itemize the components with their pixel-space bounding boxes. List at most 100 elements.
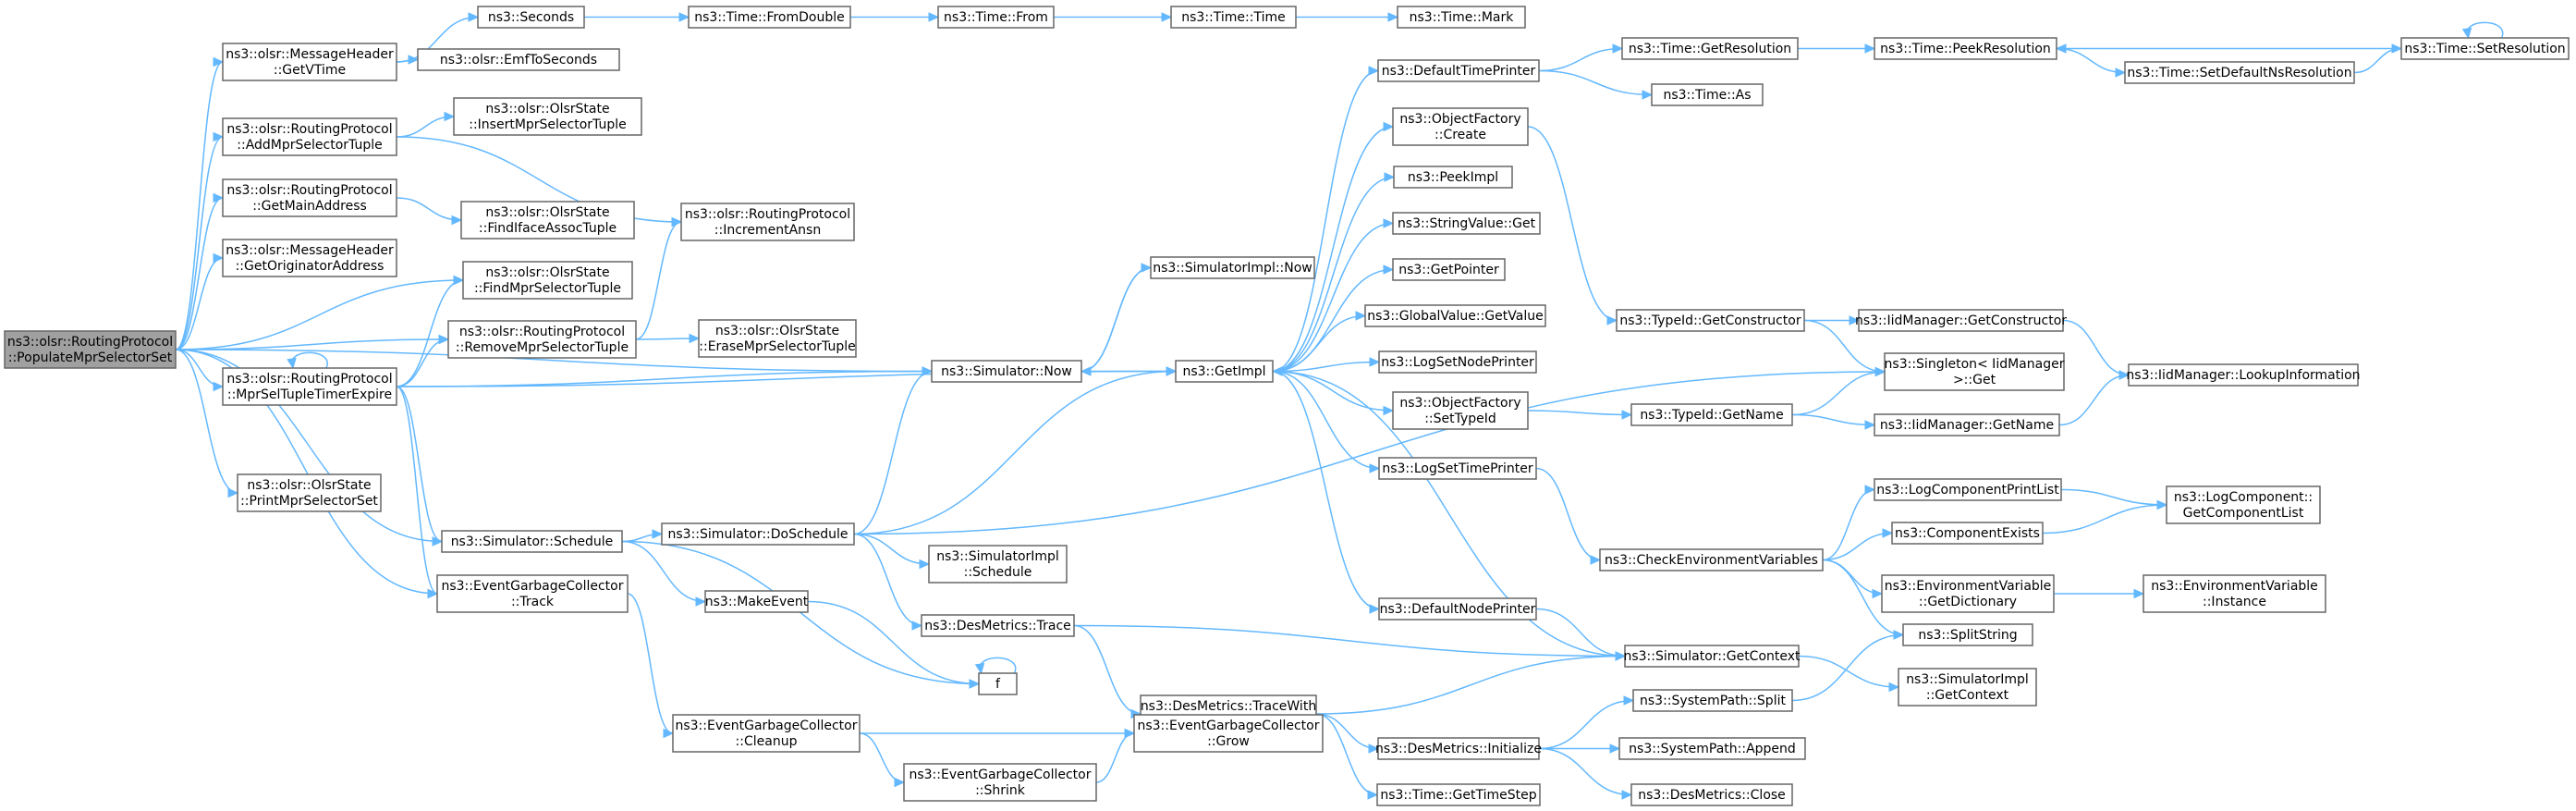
node-sisched[interactable]: ns3::SimulatorImpl::Schedule: [928, 545, 1068, 584]
edge-line: [175, 197, 224, 350]
edge-arrowhead: [1161, 12, 1173, 22]
node-lcpl[interactable]: ns3::LogComponentPrintList: [1874, 478, 2062, 501]
node-gma[interactable]: ns3::olsr::RoutingProtocol::GetMainAddre…: [222, 178, 397, 217]
node-label: ::PrintMprSelectorSet: [240, 494, 378, 509]
edge-ttime-to-mark: [1296, 12, 1399, 22]
node-label: ns3::TypeId::GetName: [1640, 408, 1783, 423]
node-box: [1392, 391, 1529, 430]
node-simnow[interactable]: ns3::SimulatorImpl::Now: [1150, 256, 1315, 279]
node-svg[interactable]: ns3::StringValue::Get: [1392, 212, 1541, 235]
node-sgc[interactable]: ns3::Simulator::GetContext: [1623, 645, 1801, 668]
node-ians[interactable]: ns3::olsr::RoutingProtocol::IncrementAns…: [680, 203, 855, 241]
node-label: ns3::EnvironmentVariable: [2151, 579, 2318, 594]
node-sps[interactable]: ns3::SystemPath::Split: [1632, 689, 1793, 712]
edge-tigc-to-imgc: [1803, 315, 1861, 326]
node-label: ::AddMprSelectorTuple: [237, 138, 382, 153]
node-gptr[interactable]: ns3::GetPointer: [1392, 258, 1506, 281]
node-getres[interactable]: ns3::Time::GetResolution: [1621, 37, 1799, 60]
node-imgc[interactable]: ns3::IidManager::GetConstructor: [1855, 309, 2067, 332]
edge-dmi-to-dmc: [1538, 747, 1633, 800]
node-egcg[interactable]: ns3::EventGarbageCollector::Grow: [1133, 714, 1324, 753]
node-dmtrace[interactable]: ns3::DesMetrics::Trace: [921, 614, 1075, 637]
node-from[interactable]: ns3::Time::From: [937, 6, 1055, 29]
node-peek[interactable]: ns3::PeekImpl: [1393, 166, 1513, 189]
node-setres[interactable]: ns3::Time::SetResolution: [2400, 37, 2570, 60]
node-lcgcl[interactable]: ns3::LogComponent::GetComponentList: [2166, 485, 2321, 524]
edge-line: [1272, 69, 1379, 373]
node-egcc[interactable]: ns3::EventGarbageCollector::Cleanup: [672, 714, 861, 753]
node-box: [1874, 413, 2060, 436]
node-lsnp[interactable]: ns3::LogSetNodePrinter: [1378, 350, 1537, 374]
node-gvgv[interactable]: ns3::GlobalValue::GetValue: [1364, 304, 1546, 327]
node-dmi[interactable]: ns3::DesMetrics::Initialize: [1375, 737, 1542, 760]
node-ofst[interactable]: ns3::ObjectFactory::SetTypeId: [1392, 391, 1529, 430]
node-singleton[interactable]: ns3::Singleton< IidManager >::Get: [1884, 352, 2065, 391]
node-spa[interactable]: ns3::SystemPath::Append: [1618, 737, 1806, 760]
node-tas[interactable]: ns3::Time::As: [1651, 83, 1764, 106]
node-ss[interactable]: ns3::SplitString: [1902, 623, 2033, 646]
edge-simnow-to-now: [1080, 266, 1152, 376]
node-label: ns3::SimulatorImpl: [1906, 672, 2029, 687]
node-imli[interactable]: ns3::IidManager::LookupInformation: [2126, 363, 2361, 387]
node-egct[interactable]: ns3::EventGarbageCollector::Track: [436, 574, 629, 613]
node-mste[interactable]: ns3::olsr::RoutingProtocol::MprSelTupleT…: [222, 367, 397, 406]
node-dtp[interactable]: ns3::DefaultTimePrinter: [1377, 59, 1540, 82]
edge-line: [396, 386, 438, 595]
edge-getimpl-to-gvgv: [1272, 311, 1367, 373]
edge-line: [291, 351, 328, 369]
edge-arrowhead: [1882, 528, 1894, 538]
node-label: ns3::SimulatorImpl: [936, 549, 1059, 564]
node-imst[interactable]: ns3::olsr::OlsrState::InsertMprSelectorT…: [453, 97, 642, 136]
node-ttime[interactable]: ns3::Time::Time: [1170, 6, 1297, 29]
node-tign[interactable]: ns3::TypeId::GetName: [1630, 403, 1793, 426]
node-fromd[interactable]: ns3::Time::FromDouble: [688, 6, 851, 29]
node-fmst[interactable]: ns3::olsr::OlsrState::FindMprSelectorTup…: [462, 261, 633, 300]
node-gts[interactable]: ns3::Time::GetTimeStep: [1376, 783, 1541, 806]
node-label: ::Cleanup: [736, 734, 798, 749]
node-emst[interactable]: ns3::olsr::OlsrState::EraseMprSelectorTu…: [698, 319, 857, 358]
node-dmc[interactable]: ns3::DesMetrics::Close: [1630, 783, 1793, 806]
node-fiat[interactable]: ns3::olsr::OlsrState::FindIfaceAssocTupl…: [460, 201, 635, 240]
edge-line: [1538, 47, 1623, 72]
node-label: ::Instance: [2203, 595, 2266, 609]
node-f[interactable]: f: [978, 672, 1018, 695]
node-peekres[interactable]: ns3::Time::PeekResolution: [1874, 37, 2057, 60]
node-label: ::FindIfaceAssocTuple: [479, 221, 617, 236]
edge-line: [175, 279, 464, 350]
node-evgd[interactable]: ns3::EnvironmentVariable::GetDictionary: [1881, 574, 2055, 613]
node-box: [1881, 574, 2055, 613]
node-pmss[interactable]: ns3::olsr::OlsrState::PrintMprSelectorSe…: [237, 473, 382, 512]
node-egcs[interactable]: ns3::EventGarbageCollector::Shrink: [903, 763, 1097, 802]
node-box: [1858, 309, 2064, 332]
edge-line: [1791, 413, 1875, 426]
edge-arrowhead: [213, 192, 225, 203]
node-evi[interactable]: ns3::EnvironmentVariable::Instance: [2143, 574, 2326, 613]
node-now[interactable]: ns3::Simulator::Now: [931, 360, 1082, 383]
node-sched[interactable]: ns3::Simulator::Schedule: [441, 530, 623, 553]
edge-line: [1272, 361, 1380, 373]
node-emf[interactable]: ns3::olsr::EmfToSeconds: [417, 48, 620, 71]
node-rmst[interactable]: ns3::olsr::RoutingProtocol::RemoveMprSel…: [447, 320, 637, 359]
node-ofc[interactable]: ns3::ObjectFactory::Create: [1392, 107, 1529, 146]
node-tigc[interactable]: ns3::TypeId::GetConstructor: [1616, 309, 1805, 332]
node-amst[interactable]: ns3::olsr::RoutingProtocol::AddMprSelect…: [222, 117, 397, 156]
node-lstp[interactable]: ns3::LogSetTimePrinter: [1378, 457, 1537, 480]
node-ce[interactable]: ns3::ComponentExists: [1891, 522, 2044, 545]
node-getimpl[interactable]: ns3::GetImpl: [1175, 360, 1274, 383]
node-sigc[interactable]: ns3::SimulatorImpl::GetContext: [1898, 668, 2037, 707]
node-root[interactable]: ns3::olsr::RoutingProtocol::PopulateMprS…: [4, 330, 177, 369]
node-gvt[interactable]: ns3::olsr::MessageHeader::GetVTime: [222, 43, 397, 81]
node-box: [688, 6, 851, 29]
node-mark[interactable]: ns3::Time::Mark: [1397, 6, 1526, 29]
edge-dmtrace-to-dmtw: [1073, 624, 1142, 719]
node-imgn[interactable]: ns3::IidManager::GetName: [1874, 413, 2060, 436]
node-dosched[interactable]: ns3::Simulator::DoSchedule: [661, 522, 855, 546]
node-sec[interactable]: ns3::Seconds: [477, 6, 585, 29]
node-goa[interactable]: ns3::olsr::MessageHeader::GetOriginatorA…: [222, 239, 397, 277]
node-mkev[interactable]: ns3::MakeEvent: [704, 590, 809, 613]
edge-getimpl-to-peek: [1272, 172, 1396, 373]
node-dnp[interactable]: ns3::DefaultNodePrinter: [1378, 597, 1537, 621]
node-sdnr[interactable]: ns3::Time::SetDefaultNsResolution: [2124, 61, 2355, 84]
node-box: [1170, 6, 1297, 29]
node-cev[interactable]: ns3::CheckEnvironmentVariables: [1599, 548, 1824, 571]
